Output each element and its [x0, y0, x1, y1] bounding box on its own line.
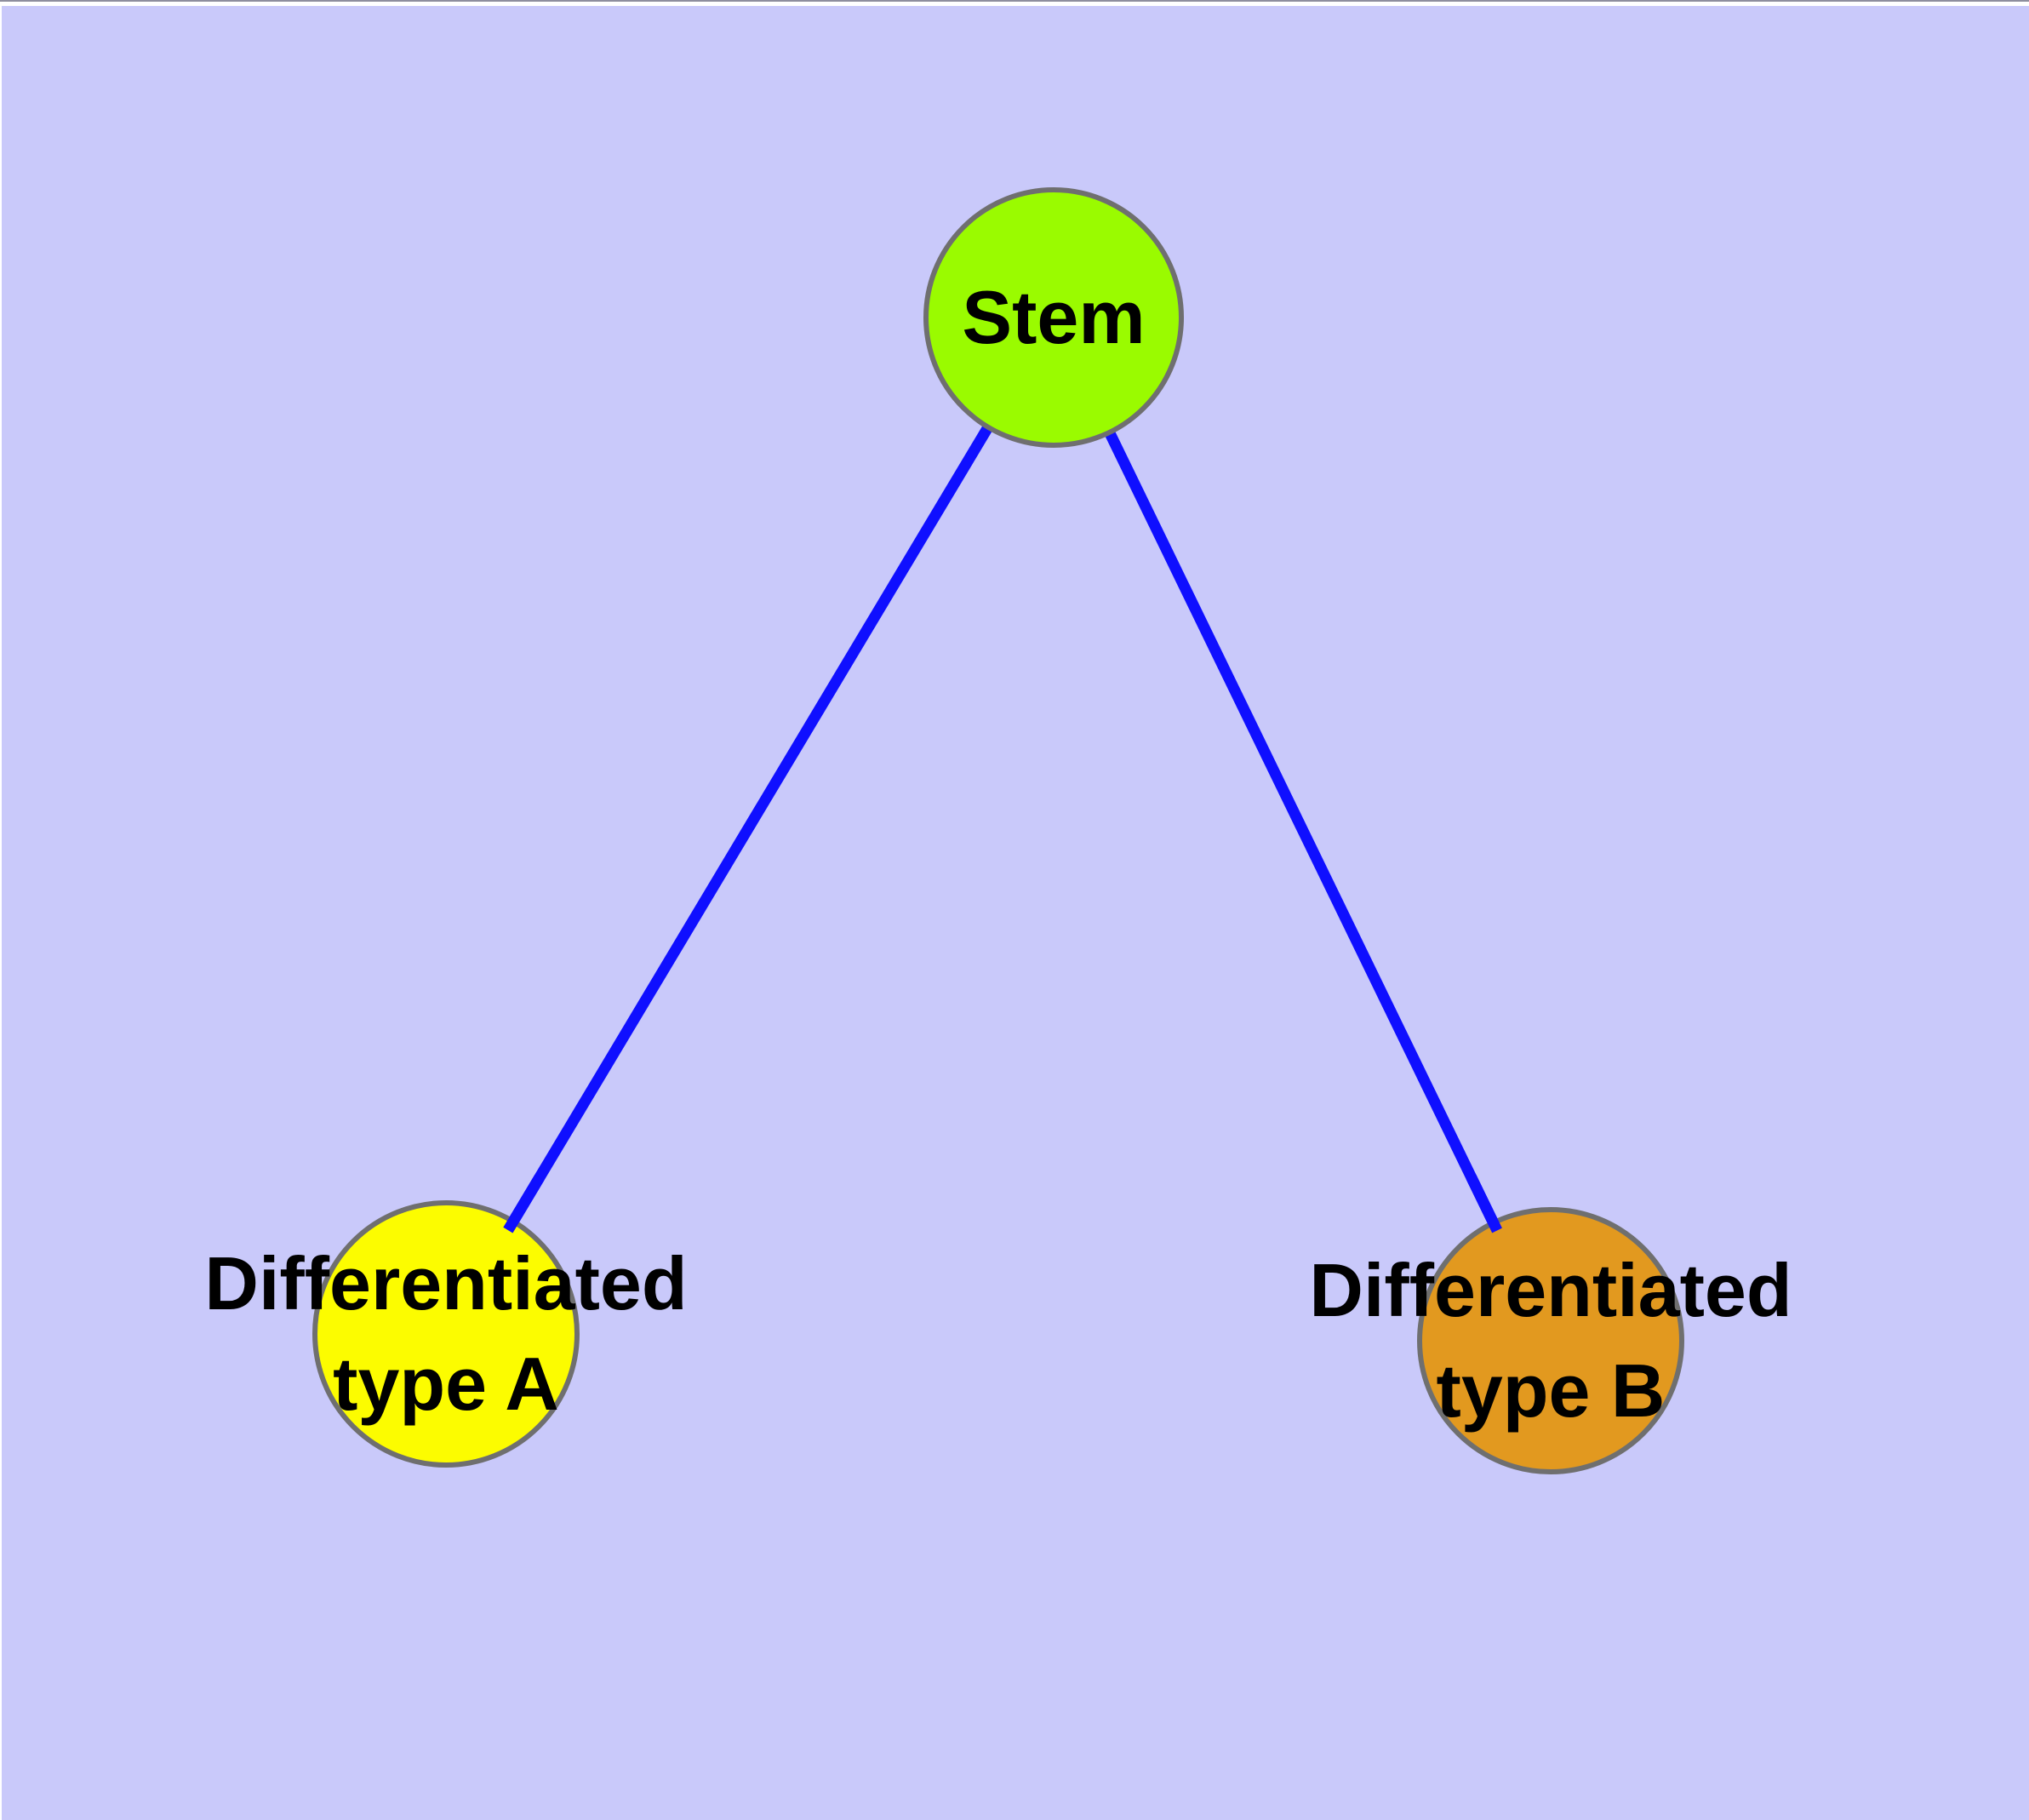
label-diff-a: Differentiated type A	[204, 1241, 687, 1426]
node-diff-b	[1417, 1207, 1684, 1474]
edge-tip-stem-to-diff-b	[1466, 1174, 1502, 1233]
node-stem	[923, 187, 1184, 448]
label-line: type B	[1437, 1348, 1666, 1433]
label-line: type A	[333, 1342, 559, 1426]
label-stem: Stem	[962, 275, 1145, 359]
node-diff-a	[312, 1200, 580, 1468]
top-edge-line	[0, 0, 2029, 2]
label-line: Differentiated	[204, 1241, 687, 1325]
label-line: Differentiated	[1309, 1248, 1792, 1332]
edge-stem-to-diff-b	[1049, 315, 1556, 1343]
label-diff-b: Differentiated type B	[1309, 1248, 1792, 1433]
edge-stem-to-diff-a	[441, 314, 1059, 1337]
label-line: Stem	[962, 275, 1145, 359]
edge-tip-stem-to-diff-a	[503, 1174, 545, 1233]
